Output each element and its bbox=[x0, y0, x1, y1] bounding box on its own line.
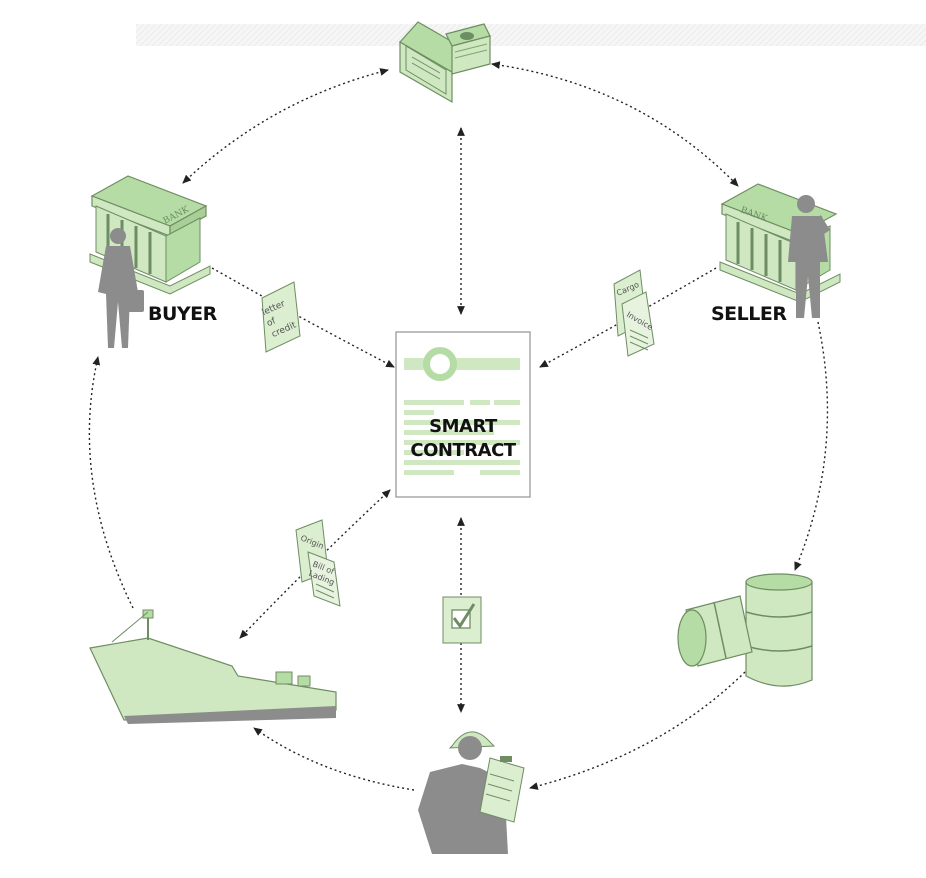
seller-person-icon bbox=[788, 195, 830, 318]
background-band bbox=[136, 24, 926, 46]
origin-bill-of-lading-documents: Origin Bill of Lading bbox=[295, 519, 341, 607]
cargo-invoice-documents: Cargo Invoice bbox=[613, 269, 655, 357]
arrow-seller-barrels bbox=[794, 321, 829, 571]
arrow-ship-buyer bbox=[88, 356, 134, 609]
seller-label: SELLER bbox=[711, 303, 787, 325]
buyer-label: BUYER bbox=[148, 303, 218, 325]
arrow-certificate-sellerbank bbox=[491, 61, 739, 187]
letter-of-credit-document: letter of credit bbox=[260, 281, 301, 353]
contract-title-line2: CONTRACT bbox=[410, 440, 516, 461]
smart-contract-document: SMART CONTRACT bbox=[395, 331, 531, 498]
arrow-barrels-inspector bbox=[529, 671, 746, 790]
arrow-inspector-ship bbox=[253, 727, 415, 791]
contract-title-line1: SMART bbox=[429, 416, 498, 437]
buyer-person-icon bbox=[98, 228, 144, 348]
oil-barrel-icon bbox=[677, 573, 813, 687]
checkbox-icon bbox=[442, 596, 482, 644]
inspector-icon bbox=[418, 731, 525, 854]
arrow-contract-ship bbox=[239, 489, 391, 639]
bank-icon-left: BANK bbox=[89, 175, 211, 295]
arrow-certificate-buyerbank bbox=[182, 68, 389, 184]
arrow-buyerbank-contract bbox=[211, 267, 395, 368]
money-stack-icon bbox=[445, 23, 491, 75]
cargo-ship-icon bbox=[89, 609, 337, 724]
